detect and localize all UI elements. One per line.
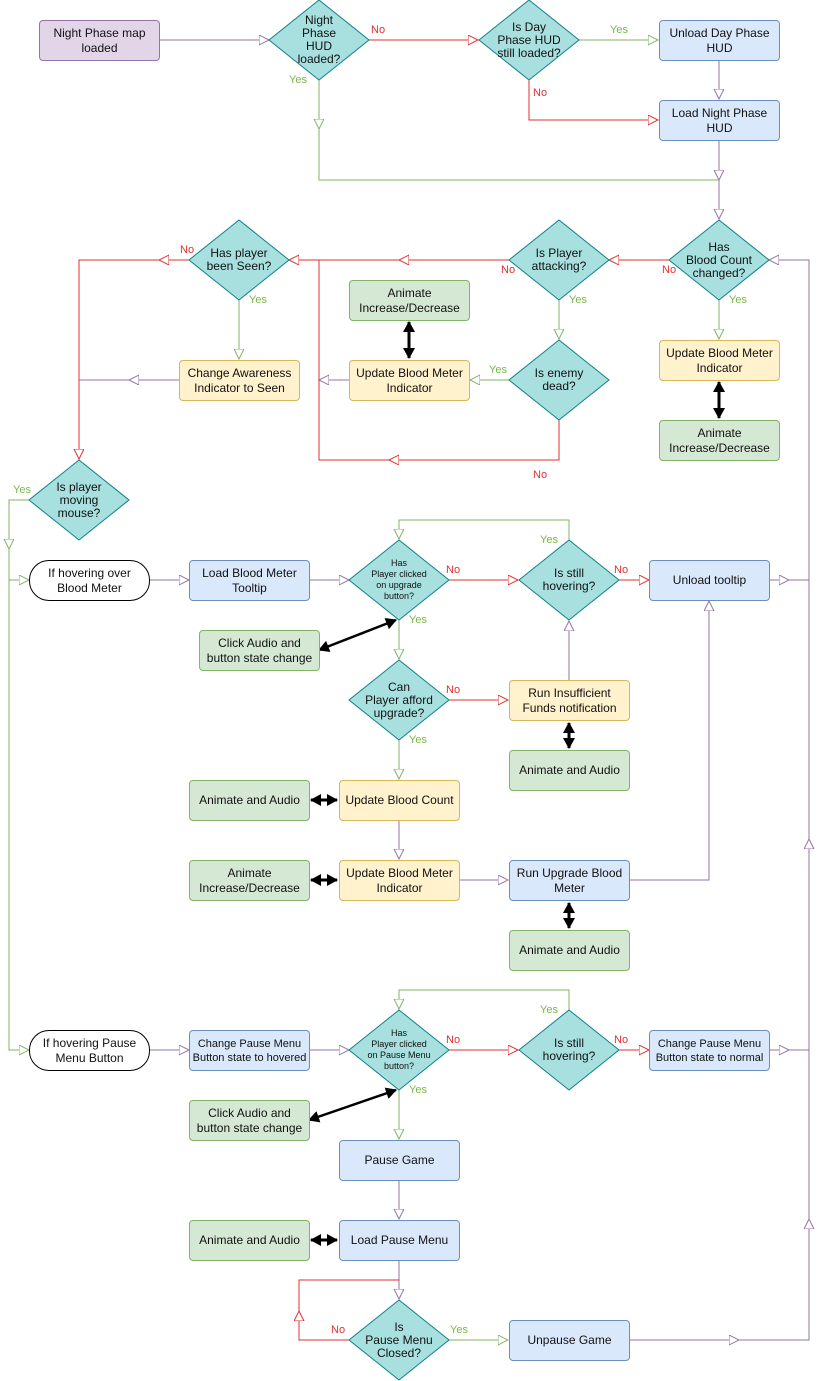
edge-hover2-yes (399, 989, 570, 1010)
edge-hover1-yes (399, 519, 570, 540)
label-no-seen: No (180, 244, 195, 256)
node-pause-game: Pause Game (339, 1140, 460, 1181)
decision-shapes (28, 0, 770, 1381)
label-yes-mouse: Yes (13, 484, 31, 496)
decision-clicked-pause-shape (348, 1009, 450, 1091)
decision-moving-mouse: Is player moving mouse? (56, 479, 102, 520)
node-update-blood-count: Update Blood Count (339, 780, 460, 821)
node-animate-audio-3: Animate and Audio (509, 930, 630, 971)
label-no-dead: No (533, 469, 548, 481)
node-click-audio-2: Click Audio and button state change (189, 1100, 310, 1141)
node-unload-day-hud: Unload Day Phase HUD (659, 20, 780, 61)
link-click1-clicked (318, 618, 397, 652)
connectors (9, 40, 809, 1340)
decision-seen: Has player been Seen? (206, 246, 272, 273)
label-yes-hover-1: Yes (540, 534, 558, 546)
decision-enemy-dead-shape (508, 339, 610, 421)
label-no-closed: No (331, 1324, 346, 1336)
label-yes-hover-2: Yes (540, 1004, 558, 1016)
decision-still-hovering-2: Is still hovering? (542, 1036, 596, 1063)
decision-day-loaded: Is Day Phase HUD still loaded? (497, 19, 561, 60)
label-no-clicked-upgrade: No (446, 564, 461, 576)
node-hover-pause-button: If hovering Pause Menu Button (29, 1030, 150, 1071)
edge-upgrade-to-unload (629, 601, 709, 881)
node-change-normal: Change Pause Menu Button state to normal (649, 1030, 770, 1071)
decision-clicked-upgrade: Has Player clicked on upgrade button? (371, 558, 427, 601)
decision-afford: Can Player afford upgrade? (365, 679, 433, 720)
label-no-clicked-pause: No (446, 1034, 461, 1046)
node-animate-increase-3: Animate Increase/Decrease (189, 860, 310, 901)
label-yes-hud: Yes (289, 74, 307, 86)
label-no-attack: No (501, 264, 516, 276)
label-no-hover-1: No (614, 564, 629, 576)
label-no-blood: No (662, 264, 677, 276)
link-click2-clicked (308, 1087, 397, 1123)
node-night-phase-loaded: Night Phase map loaded (39, 20, 160, 61)
node-change-awareness: Change Awareness Indicator to Seen (179, 360, 300, 401)
label-no-day: No (533, 87, 548, 99)
label-no-hud: No (371, 24, 386, 36)
decision-blood-changed-shape (668, 219, 770, 301)
label-yes-dead: Yes (489, 364, 507, 376)
decision-blood-changed: Has Blood Count changed? (685, 239, 753, 280)
decision-pause-closed: Is Pause Menu Closed? (365, 1319, 433, 1360)
label-yes-blood: Yes (729, 294, 747, 306)
label-yes-seen: Yes (249, 294, 267, 306)
decision-still-hover-2-shape (518, 1009, 620, 1091)
decision-hud-loaded-shape (268, 0, 370, 81)
label-yes-afford: Yes (409, 734, 427, 746)
node-load-night-hud: Load Night Phase HUD (659, 100, 780, 141)
node-update-meter-2: Update Blood Meter Indicator (659, 340, 780, 381)
decision-still-hover-1-shape (518, 539, 620, 621)
label-no-hover-2: No (614, 1034, 629, 1046)
decision-clicked-pause: Has Player clicked on Pause Menu button? (367, 1028, 431, 1071)
node-click-audio-1: Click Audio and button state change (199, 630, 320, 671)
node-animate-increase-1: Animate Increase/Decrease (349, 280, 470, 321)
label-yes-clicked-pause: Yes (409, 1084, 427, 1096)
node-run-upgrade: Run Upgrade Blood Meter (509, 860, 630, 901)
node-change-hovered: Change Pause Menu Button state to hovere… (189, 1030, 310, 1071)
node-unpause-game: Unpause Game (509, 1320, 630, 1361)
decision-clicked-upgrade-shape (348, 539, 450, 621)
node-animate-increase-2: Animate Increase/Decrease (659, 420, 780, 461)
decision-afford-shape (348, 659, 450, 741)
decision-seen-shape (188, 219, 290, 301)
decision-still-hovering-1: Is still hovering? (542, 566, 596, 593)
decision-moving-mouse-shape (28, 459, 130, 541)
node-unload-tooltip: Unload tooltip (649, 560, 770, 601)
label-yes-clicked-upgrade: Yes (409, 614, 427, 626)
label-yes-closed: Yes (450, 1324, 468, 1336)
decision-day-loaded-shape (478, 0, 580, 81)
node-animate-audio-1: Animate and Audio (509, 750, 630, 791)
decision-hud-loaded: Night Phase HUD loaded? (297, 13, 341, 66)
node-update-meter-3: Update Blood Meter Indicator (339, 860, 460, 901)
node-animate-audio-2: Animate and Audio (189, 780, 310, 821)
node-animate-audio-4: Animate and Audio (189, 1220, 310, 1261)
node-load-pause-menu: Load Pause Menu (339, 1220, 460, 1261)
node-update-meter-1: Update Blood Meter Indicator (349, 360, 470, 401)
label-yes-day: Yes (610, 24, 628, 36)
label-no-afford: No (446, 684, 461, 696)
decision-attacking-shape (508, 219, 610, 301)
node-run-insufficient: Run Insufficient Funds notification (509, 680, 630, 721)
decision-attacking: Is Player attacking? (531, 246, 587, 273)
label-yes-attack: Yes (569, 294, 587, 306)
decision-enemy-dead: Is enemy dead? (534, 366, 584, 393)
node-load-tooltip: Load Blood Meter Tooltip (189, 560, 310, 601)
edge-day-no (528, 80, 658, 120)
edge-seen-no (78, 259, 189, 460)
node-hover-blood-meter: If hovering over Blood Meter (29, 560, 150, 601)
edge-mouse-yes (8, 499, 29, 1050)
decision-pause-closed-shape (348, 1299, 450, 1381)
